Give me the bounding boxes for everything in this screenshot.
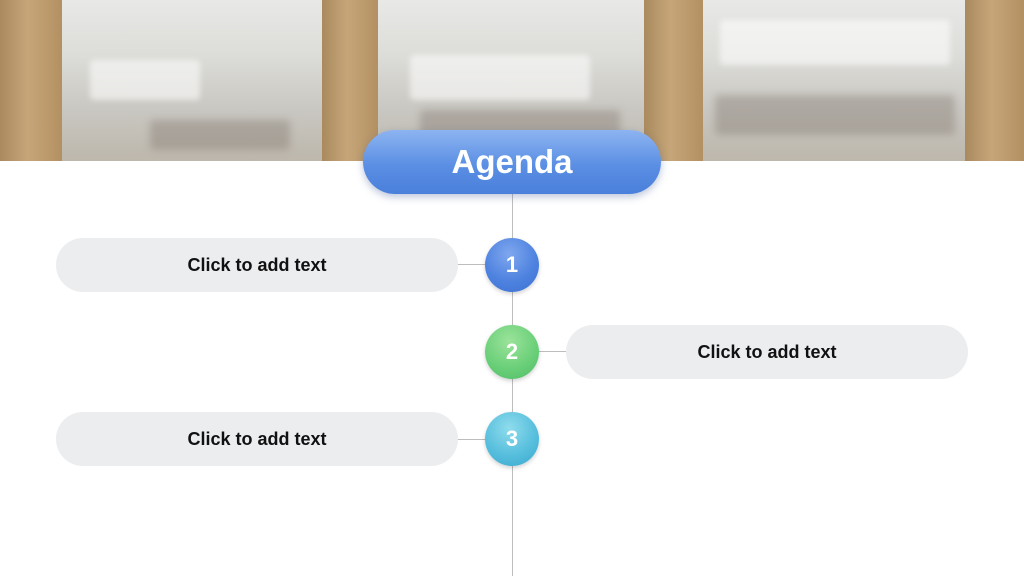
agenda-item-2-textbox[interactable]: Click to add text (566, 325, 968, 379)
photo-blur (715, 95, 955, 135)
photo-blur (150, 120, 290, 150)
agenda-item-1-textbox[interactable]: Click to add text (56, 238, 458, 292)
photo-blur (90, 60, 200, 100)
photo-blur (410, 55, 590, 100)
agenda-item-3-textbox[interactable]: Click to add text (56, 412, 458, 466)
connector-line (457, 439, 487, 440)
photo-blur (720, 20, 950, 65)
timeline-line (512, 190, 513, 576)
window-frame (0, 0, 62, 161)
agenda-title[interactable]: Agenda (363, 130, 661, 194)
window-frame (644, 0, 703, 161)
window-frame (322, 0, 378, 161)
agenda-item-3-number: 3 (485, 412, 539, 466)
agenda-item-2-number: 2 (485, 325, 539, 379)
connector-line (538, 351, 566, 352)
window-frame (965, 0, 1024, 161)
connector-line (457, 264, 487, 265)
agenda-item-1-number: 1 (485, 238, 539, 292)
